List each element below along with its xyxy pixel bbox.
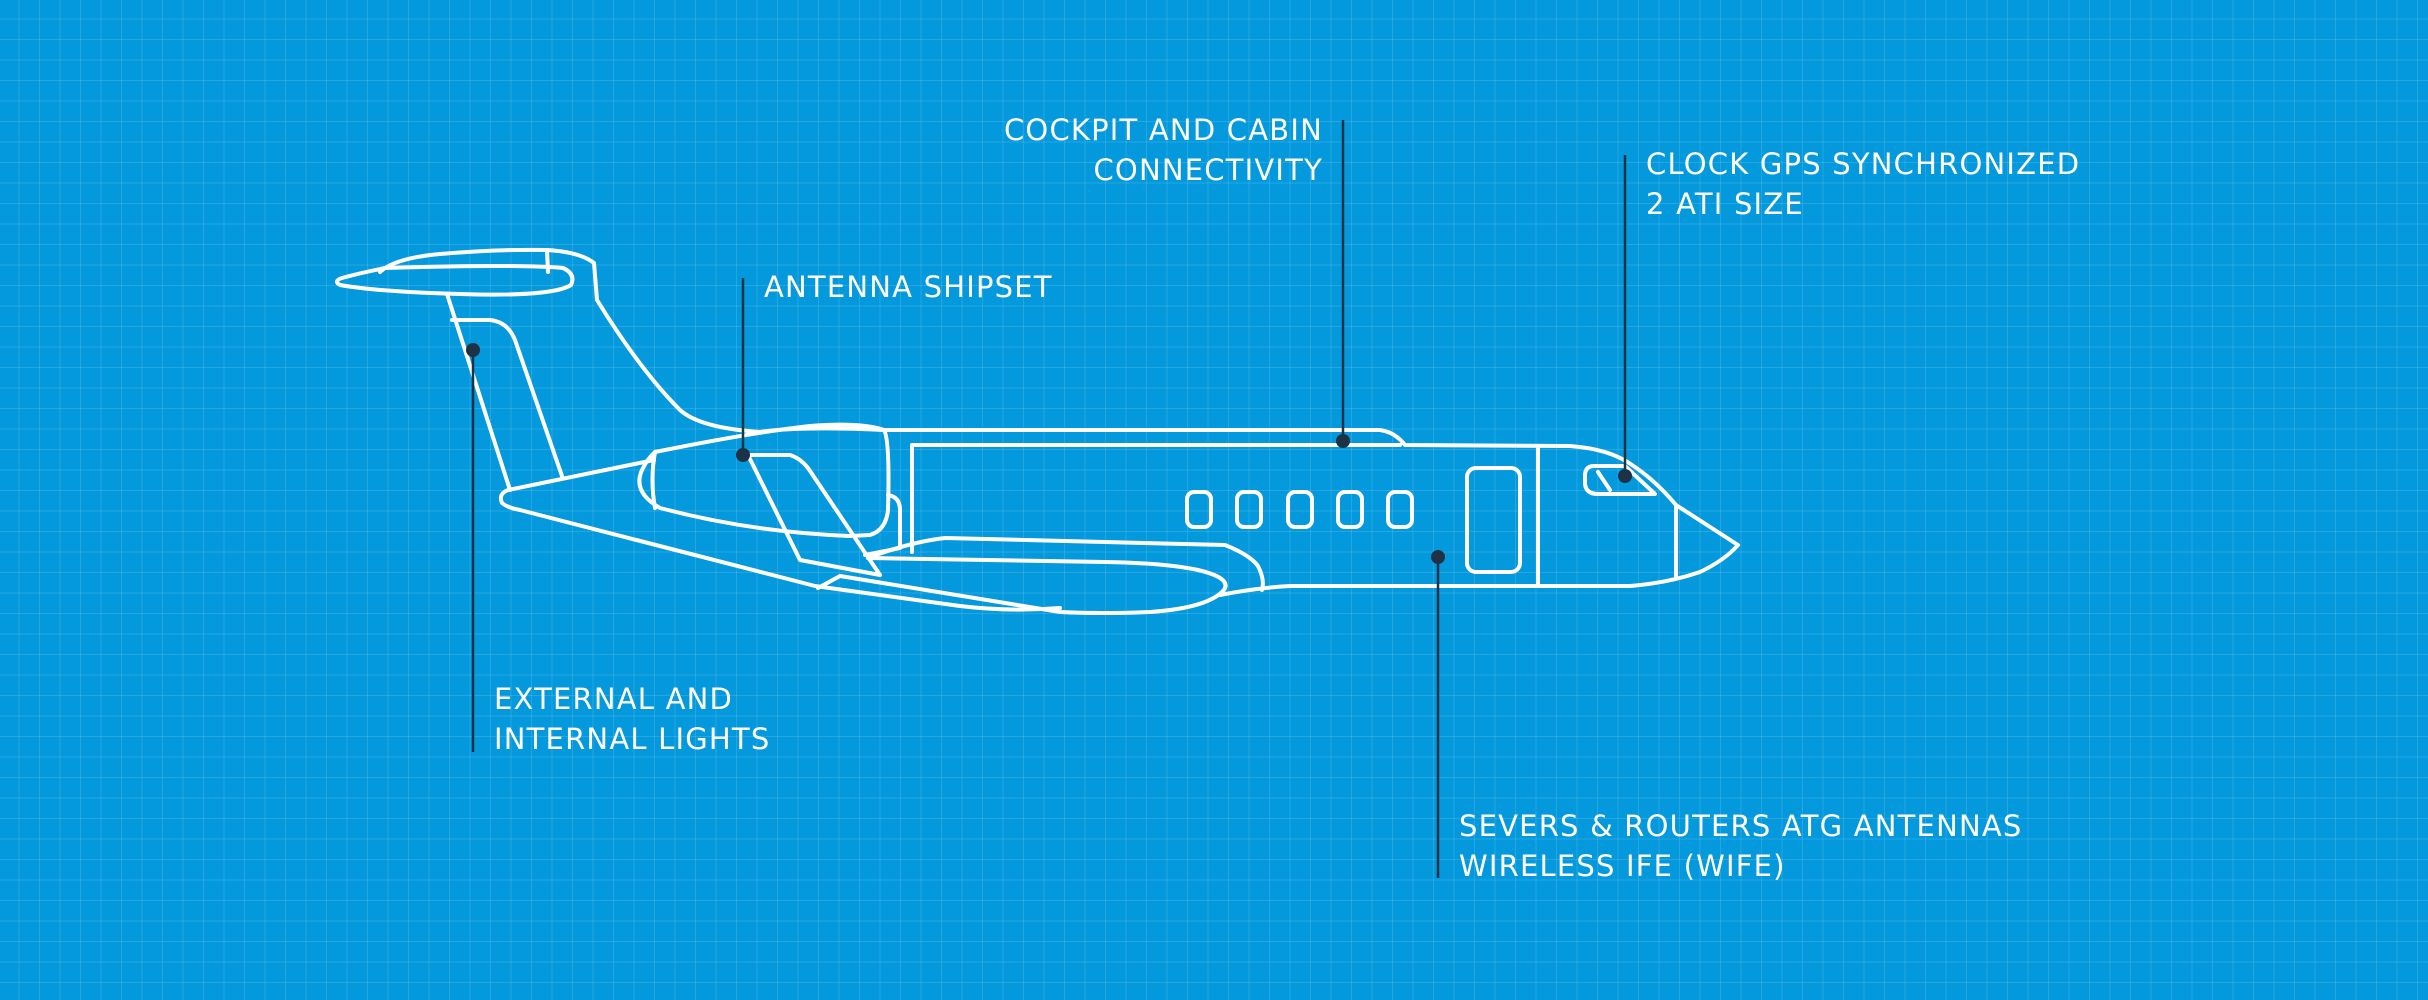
- wing: [816, 536, 1265, 615]
- leader-lines: [471, 120, 1627, 878]
- leader-dots: [466, 343, 1632, 564]
- cabin-window: [1185, 490, 1213, 529]
- callout-line: CLOCK GPS SYNCHRONIZED: [1646, 147, 2081, 181]
- callout-antenna-shipset: ANTENNA SHIPSET: [764, 267, 1053, 307]
- dot-antenna: [736, 448, 750, 462]
- engine-nacelle: [637, 422, 902, 557]
- cabin-window: [1235, 490, 1263, 529]
- vertical-tail: [445, 292, 762, 492]
- callout-line: ANTENNA SHIPSET: [764, 270, 1053, 304]
- callout-line: INTERNAL LIGHTS: [494, 722, 771, 756]
- callout-line: 2 ATI SIZE: [1646, 187, 1804, 221]
- cabin-window: [1286, 490, 1314, 529]
- fuselage: [758, 426, 1740, 597]
- cabin-door: [1465, 466, 1522, 574]
- cabin-window: [1336, 490, 1364, 529]
- cockpit-window: [1583, 464, 1657, 496]
- engine-pylon: [746, 453, 882, 577]
- callout-lights: EXTERNAL AND INTERNAL LIGHTS: [494, 679, 770, 759]
- callout-line: SEVERS & ROUTERS ATG ANTENNAS: [1459, 809, 2023, 843]
- aircraft-outline: [335, 247, 1740, 615]
- callout-servers-routers: SEVERS & ROUTERS ATG ANTENNAS WIRELESS I…: [1459, 806, 2023, 886]
- dot-cockpit: [1336, 434, 1350, 448]
- cabin-window: [1386, 490, 1414, 529]
- horizontal-stabilizer: [335, 247, 599, 302]
- callout-line: EXTERNAL AND: [494, 682, 734, 716]
- callout-clock-gps: CLOCK GPS SYNCHRONIZED 2 ATI SIZE: [1646, 144, 2080, 224]
- dot-clock: [1618, 469, 1632, 483]
- callout-line: WIRELESS IFE (WIFE): [1459, 849, 1786, 883]
- callout-line: CONNECTIVITY: [1093, 153, 1323, 187]
- rear-fuselage: [498, 458, 1062, 612]
- dot-servers: [1431, 550, 1445, 564]
- callout-cockpit-connectivity: COCKPIT AND CABIN CONNECTIVITY: [1004, 110, 1323, 190]
- callout-line: COCKPIT AND CABIN: [1003, 113, 1323, 147]
- dot-lights: [466, 343, 480, 357]
